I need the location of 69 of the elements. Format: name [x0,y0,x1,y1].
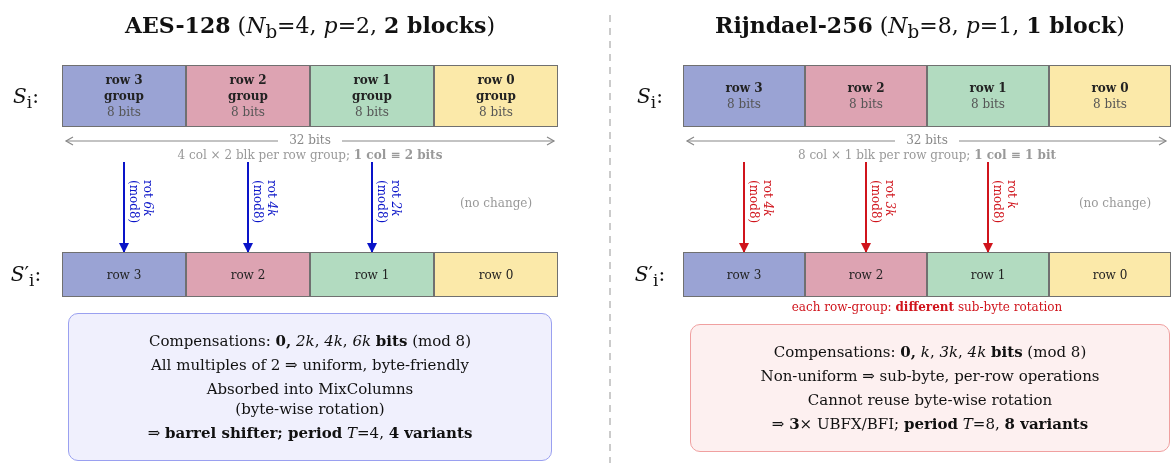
row-label: row 0 [1091,80,1129,96]
summary-text: ⇒ barrel shifter; period T=4, 4 variants [147,423,473,443]
annotation: 4 col × 2 blk per row group; 1 col ≡ 2 bits [176,148,444,163]
annotation: 8 col × 1 blk per row group; 1 col ≡ 1 bit [796,148,1058,163]
arrow [119,161,129,253]
summary-text: Compensations: 0, k, 3k, 4k bits (mod 8) [773,342,1087,362]
summary-text: Cannot reuse byte-wise rotation [807,390,1053,410]
annotation: (no change) [458,196,534,211]
row-label: row 2 [230,266,266,283]
annotation: (no change) [1077,196,1153,211]
bit-count: 8 bits [355,104,389,120]
summary-card [690,324,1170,452]
row-group-cell [310,252,434,297]
annotation: 32 bits [905,133,949,148]
row-group-cell [683,65,805,127]
annotation: each row-group: different sub-byte rotation [790,300,1064,315]
row-group-cell [805,65,927,127]
row-group-cell [434,252,558,297]
row-label: row 2 [847,80,885,96]
row-label: row 3 [726,266,762,283]
annotation: 32 bits [288,133,332,148]
annotation: S′$_{i}$: [633,262,667,291]
row-label: row 3 group [103,72,145,104]
summary-card [68,313,552,461]
summary-text: Non-uniform ⇒ sub-byte, per-row operations [760,366,1100,386]
row-group-cell [62,252,186,297]
summary-text: ⇒ 3× UBFX/BFI; period T=8, 8 variants [771,414,1089,434]
summary-text: Compensations: 0, 2k, 4k, 6k bits (mod 8) [149,331,471,351]
row-group-cell [62,65,186,127]
arrow [739,161,749,253]
bit-count: 8 bits [1093,96,1127,112]
row-label: row 1 group [351,72,393,104]
summary-text: Absorbed into MixColumns (byte-wise rotation) [205,379,415,419]
row-label: row 1 [970,266,1006,283]
arrow [861,161,871,253]
row-label: row 2 [848,266,884,283]
arrow [243,161,253,253]
row-label: row 1 [354,266,390,283]
panel-title: AES-128 (N$_{b}$=4, p=2, 2 blocks) [123,12,497,44]
row-label: row 0 group [475,72,517,104]
bit-count: 8 bits [849,96,883,112]
row-label: row 2 group [227,72,269,104]
annotation: S$_{i}$: [12,84,40,113]
row-group-cell [683,252,805,297]
panel-title: Rijndael-256 (N$_{b}$=8, p=1, 1 block) [714,12,1126,44]
row-label: row 3 [725,80,763,96]
row-group-cell [805,252,927,297]
row-label: row 3 [106,266,142,283]
row-label: row 1 [969,80,1007,96]
row-group-cell [434,65,558,127]
row-group-cell [1049,252,1171,297]
annotation: S′$_{i}$: [9,262,43,291]
bit-count: 8 bits [971,96,1005,112]
row-group-cell [186,65,310,127]
row-label: row 0 [1092,266,1128,283]
bit-count: 8 bits [479,104,513,120]
annotation: S$_{i}$: [636,84,664,113]
arrow [983,161,993,253]
arrow [367,161,377,253]
bit-count: 8 bits [231,104,265,120]
summary-text: All multiples of 2 ⇒ uniform, byte-friendly [150,355,470,375]
bit-count: 8 bits [107,104,141,120]
row-group-cell [310,65,434,127]
row-group-cell [186,252,310,297]
row-group-cell [927,252,1049,297]
row-label: row 0 [478,266,514,283]
bit-count: 8 bits [727,96,761,112]
row-group-cell [927,65,1049,127]
row-group-cell [1049,65,1171,127]
